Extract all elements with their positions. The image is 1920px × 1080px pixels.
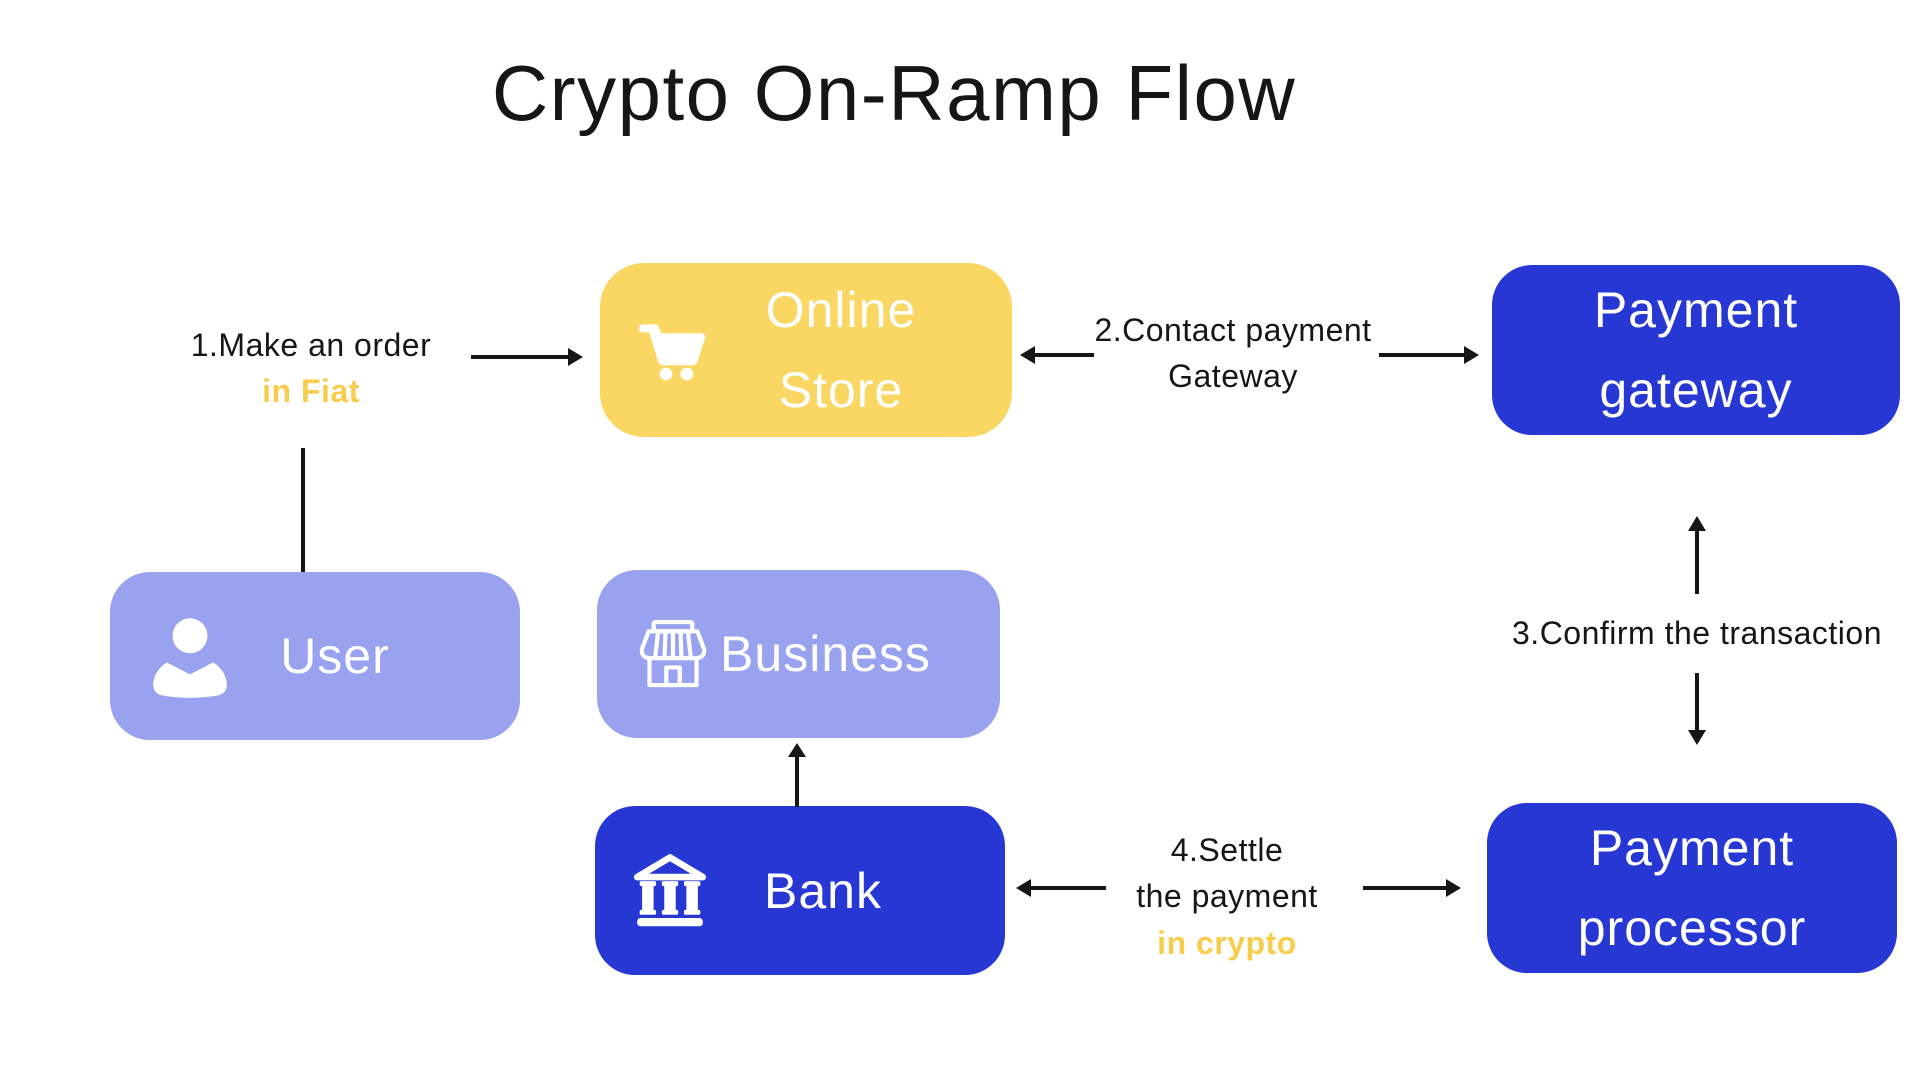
arrow-step3-up [1688, 516, 1706, 594]
node-online-store: Online Store [600, 263, 1012, 437]
step4-label: 4.Settle the payment in crypto [1136, 827, 1318, 966]
node-label: Payment processor [1578, 808, 1807, 968]
node-payment-processor: Payment processor [1487, 803, 1897, 973]
step4-text-line2: the payment [1136, 878, 1318, 915]
node-label-line2: Store [778, 362, 904, 418]
person-icon [153, 618, 227, 698]
node-payment-gateway: Payment gateway [1492, 265, 1900, 435]
node-label-line1: Online [765, 282, 917, 338]
node-label-line1: Payment [1593, 282, 1799, 338]
step2-text-line1: 2.Contact payment [1094, 312, 1372, 348]
arrow-step2-left [1020, 346, 1094, 364]
node-label-line1: Payment [1589, 820, 1795, 876]
arrow-step4-left [1016, 879, 1106, 897]
step2-text-line2: Gateway [1168, 358, 1298, 395]
node-bank: Bank [595, 806, 1005, 975]
shopping-cart-icon [638, 324, 706, 381]
step3-label: 3.Confirm the transaction [1512, 610, 1882, 656]
arrow-step4-right [1363, 879, 1461, 897]
step1-highlight: in Fiat [262, 373, 360, 410]
node-business: Business [597, 570, 1000, 738]
node-label-line2: processor [1577, 900, 1807, 956]
arrow-step2-right [1379, 346, 1479, 364]
arrow-step1-right [471, 348, 583, 366]
step1-label: 1.Make an order in Fiat [191, 322, 432, 415]
node-label-line2: gateway [1599, 362, 1793, 418]
arrow-bank-to-business-up [788, 743, 806, 807]
step1-text: 1.Make an order [190, 327, 432, 363]
bank-icon [633, 853, 707, 926]
node-label: Payment gateway [1594, 270, 1798, 430]
step2-label: 2.Contact payment Gateway [1094, 307, 1371, 400]
step4-text-line1: 4.Settle [1170, 832, 1284, 868]
step4-highlight: in crypto [1157, 924, 1297, 961]
arrow-step3-down [1688, 673, 1706, 745]
step3-text: 3.Confirm the transaction [1512, 615, 1882, 651]
node-label: Business [720, 626, 931, 682]
node-user: User [110, 572, 520, 740]
node-label: User [280, 628, 390, 684]
storefront-icon [639, 619, 707, 688]
connector-user-to-step1 [301, 448, 305, 572]
node-label: Bank [764, 862, 882, 919]
diagram-title: Crypto On-Ramp Flow [491, 49, 1297, 137]
node-label: Online Store [766, 270, 917, 430]
